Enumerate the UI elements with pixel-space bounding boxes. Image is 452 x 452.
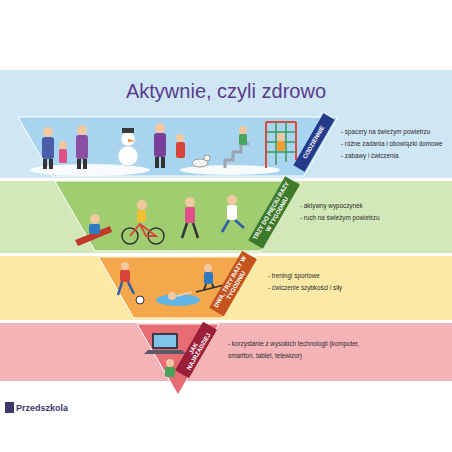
frequency-label: CODZIENNIE xyxy=(302,125,326,160)
frequency-tag: DWA, TRZY RAZY W TYGODNIU xyxy=(209,251,257,317)
activity-list: - korzystanie z wysokich technologii (ko… xyxy=(228,338,368,362)
activity-item: - różne zadania i obowiązki domowe xyxy=(341,138,448,150)
frequency-band: - aktywny wypoczynek- ruch na świeżym po… xyxy=(0,181,452,253)
activity-item: - aktywny wypoczynek xyxy=(300,200,440,212)
frequency-tag: TRZY DO PIĘCIU RAZY W TYGODNIU xyxy=(248,176,300,249)
frequency-band: - spacery na świeżym powietrzu- różne za… xyxy=(0,70,452,178)
weekly-band-ground xyxy=(0,181,452,253)
frequency-label: DWA, TRZY RAZY W TYGODNIU xyxy=(212,254,254,314)
activity-item: - ćwiczenie szybkości i siły xyxy=(268,282,428,294)
activity-list: - treningi sportowe- ćwiczenie szybkości… xyxy=(268,270,428,294)
frequency-tag: JAK NAJRZADZIEJ xyxy=(175,322,217,378)
logo-mark xyxy=(5,402,14,413)
pyramid-level xyxy=(18,117,338,176)
outdoor-scene xyxy=(75,195,244,246)
frequency-label: JAK NAJRZADZIEJ xyxy=(178,324,215,375)
winter-scene xyxy=(30,122,296,176)
activity-item: - treningi sportowe xyxy=(268,270,428,282)
frequency-band: - korzystanie z wysokich technologii (ko… xyxy=(0,323,452,381)
frequency-band: - treningi sportowe- ćwiczenie szybkości… xyxy=(0,256,452,320)
frequency-tag: CODZIENNIE xyxy=(293,113,334,171)
daily-band-ground xyxy=(0,70,452,178)
frequency-label: TRZY DO PIĘCIU RAZY W TYGODNIU xyxy=(251,179,297,246)
pyramid-level xyxy=(137,324,219,395)
activity-item: - zabawy i ćwiczenia xyxy=(341,150,448,162)
activity-list: - spacery na świeżym powietrzu- różne za… xyxy=(341,126,448,162)
activity-item: - spacery na świeżym powietrzu xyxy=(341,126,448,138)
activity-item: - korzystanie z wysokich technologii (ko… xyxy=(228,338,368,362)
publisher-logo: Przedszkola xyxy=(16,403,68,413)
activity-item: - ruch na świeżym powietrzu xyxy=(300,212,440,224)
rarely-band-ground xyxy=(0,323,452,381)
activity-list: - aktywny wypoczynek- ruch na świeżym po… xyxy=(300,200,440,224)
poster-title: Aktywnie, czyli zdrowo xyxy=(0,80,452,103)
sport-scene xyxy=(118,262,228,306)
